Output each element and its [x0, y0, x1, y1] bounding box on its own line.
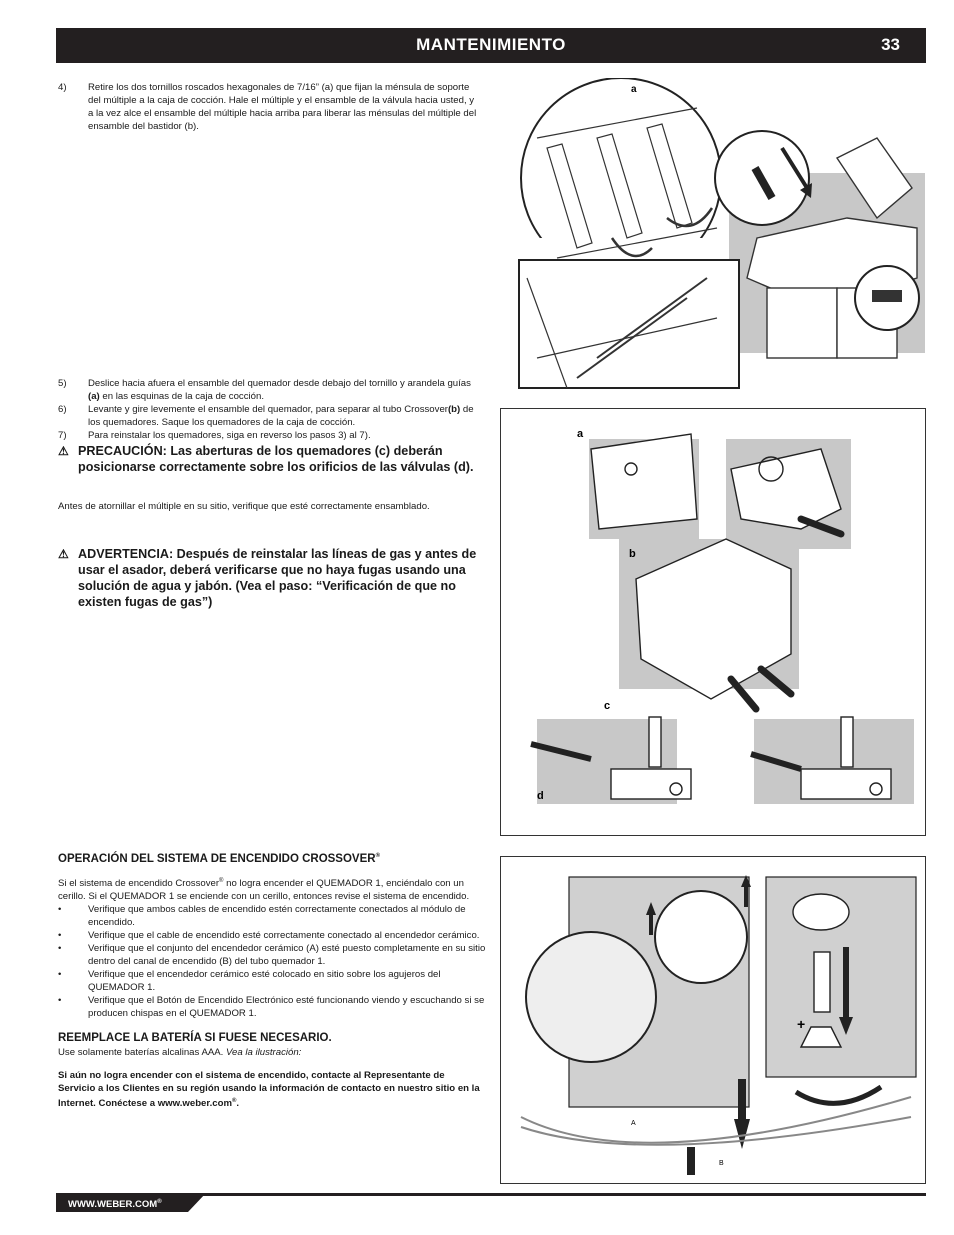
- contact-notice: Si aún no logra encender con el sistema …: [58, 1069, 483, 1110]
- label-a: a: [631, 84, 637, 95]
- step-text: Deslice hacia afuera el ensamble del que…: [88, 378, 471, 389]
- warning-triangle-icon: ⚠: [58, 444, 69, 458]
- bullet: •: [58, 969, 62, 981]
- crossover-section: OPERACIÓN DEL SISTEMA DE ENCENDIDO CROSS…: [58, 853, 488, 1110]
- step-7: 7) Para reinstalar los quemadores, siga …: [58, 429, 478, 442]
- step-5: 5) Deslice hacia afuera el ensamble del …: [58, 377, 478, 403]
- list-item: • Verifique que el cable de encendido est…: [58, 929, 488, 942]
- step-6: 6) Levante y gire levemente el ensamble …: [58, 403, 478, 429]
- step-number: 5): [58, 378, 67, 389]
- battery-text: Use solamente baterías alcalinas AAA. Ve…: [58, 1046, 488, 1059]
- label-c: c: [604, 700, 610, 712]
- figure-igniter-battery: + A B: [500, 856, 926, 1184]
- reg-mark: ®: [219, 878, 224, 884]
- step-text: Levante y gire levemente el ensamble del…: [88, 404, 448, 415]
- label-d: d: [537, 790, 544, 802]
- page-header: MANTENIMIENTO 33: [56, 28, 926, 63]
- step-number: 7): [58, 430, 67, 441]
- page-title: MANTENIMIENTO: [416, 35, 566, 54]
- reg-mark: ®: [375, 853, 380, 860]
- label-b: b: [629, 548, 636, 560]
- burner-illustration: a b c d: [530, 428, 914, 804]
- list-item-text: Verifique que ambos cables de encendido …: [88, 904, 466, 929]
- footer-rule: [56, 1193, 926, 1196]
- battery-text-main: Use solamente baterías alcalinas AAA.: [58, 1047, 226, 1059]
- step-number: 4): [58, 82, 67, 93]
- warning-triangle-icon: ⚠: [58, 547, 69, 561]
- igniter-illustration: + A B: [520, 875, 917, 1175]
- list-item: • Verifique que el conjunto del encendedo…: [58, 942, 488, 968]
- list-item-text: Verifique que el conjunto del encendedor…: [88, 943, 486, 968]
- list-item-text: Verifique que el encendedor cerámico est…: [88, 969, 441, 994]
- bullet: •: [58, 943, 62, 955]
- intro-text: Si el sistema de encendido Crossover: [58, 878, 220, 890]
- list-item: • Verifique que el Botón de Encendido Ele…: [58, 994, 488, 1020]
- contact-text: Si aún no logra encender con el sistema …: [58, 1070, 480, 1110]
- step-text: Para reinstalar los quemadores, siga en …: [88, 430, 371, 441]
- figure-burner-assembly: a b c d: [500, 408, 926, 836]
- step-ref: (a): [88, 391, 100, 402]
- list-item-text: Verifique que el cable de encendido esté…: [88, 930, 480, 942]
- list-item: • Verifique que el encendedor cerámico es…: [58, 968, 488, 994]
- contact-text-end: .: [236, 1098, 240, 1110]
- label-B: B: [719, 1160, 724, 1167]
- reg-mark: ®: [157, 1199, 162, 1205]
- crossover-intro: Si el sistema de encendido Crossover® no…: [58, 875, 488, 903]
- crossover-heading-text: OPERACIÓN DEL SISTEMA DE ENCENDIDO CROSS…: [58, 853, 376, 865]
- step-ref: (b): [447, 404, 461, 415]
- crossover-checklist: • Verifique que ambos cables de encendido…: [58, 903, 488, 1020]
- bullet: •: [58, 995, 62, 1007]
- bullet: •: [58, 930, 62, 942]
- label-plus: +: [797, 1016, 805, 1032]
- caution-text: PRECAUCIÓN: Las aberturas de los quemado…: [78, 444, 474, 474]
- step-text-end: en las esquinas de la caja de cocción.: [99, 391, 264, 402]
- warning-notice: ⚠ ADVERTENCIA: Después de reinstalar las…: [58, 546, 498, 610]
- footer-website: WWW.WEBER.COM®: [56, 1193, 206, 1212]
- page-number: 33: [881, 35, 900, 54]
- bullet: •: [58, 904, 62, 916]
- list-item: • Verifique que ambos cables de encendido…: [58, 903, 488, 929]
- figure-manifold-removal: a: [517, 78, 925, 390]
- manifold-illustration: a: [517, 78, 925, 389]
- crossover-heading: OPERACIÓN DEL SISTEMA DE ENCENDIDO CROSS…: [58, 853, 488, 865]
- step-text-end: de los quemadores. Saque los quemadores …: [88, 404, 474, 428]
- caution-notice: ⚠ PRECAUCIÓN: Las aberturas de los quema…: [58, 443, 506, 475]
- step-number: 6): [58, 404, 67, 415]
- battery-text-italic: Vea la ilustración:: [225, 1047, 302, 1059]
- assembly-note: Antes de atornillar el múltiple en su si…: [58, 501, 430, 512]
- label-A: A: [631, 1120, 636, 1127]
- step-list-mid: 5) Deslice hacia afuera el ensamble del …: [58, 377, 478, 442]
- step-list-top: 4) Retire los dos tornillos roscados hex…: [58, 81, 478, 133]
- footer-url-text: WWW.WEBER.COM: [68, 1199, 158, 1211]
- intro-text-end: no logra encender el QUEMADOR 1, enciénd…: [58, 878, 470, 903]
- label-a: a: [577, 428, 584, 440]
- step-text: Retire los dos tornillos roscados hexago…: [88, 82, 477, 132]
- reg-mark: ®: [232, 1098, 237, 1105]
- step-4: 4) Retire los dos tornillos roscados hex…: [58, 81, 478, 133]
- warning-text: ADVERTENCIA: Después de reinstalar las l…: [78, 547, 477, 609]
- list-item-text: Verifique que el Botón de Encendido Elec…: [88, 995, 485, 1020]
- battery-heading: REEMPLACE LA BATERÍA SI FUESE NECESARIO.: [58, 1032, 332, 1045]
